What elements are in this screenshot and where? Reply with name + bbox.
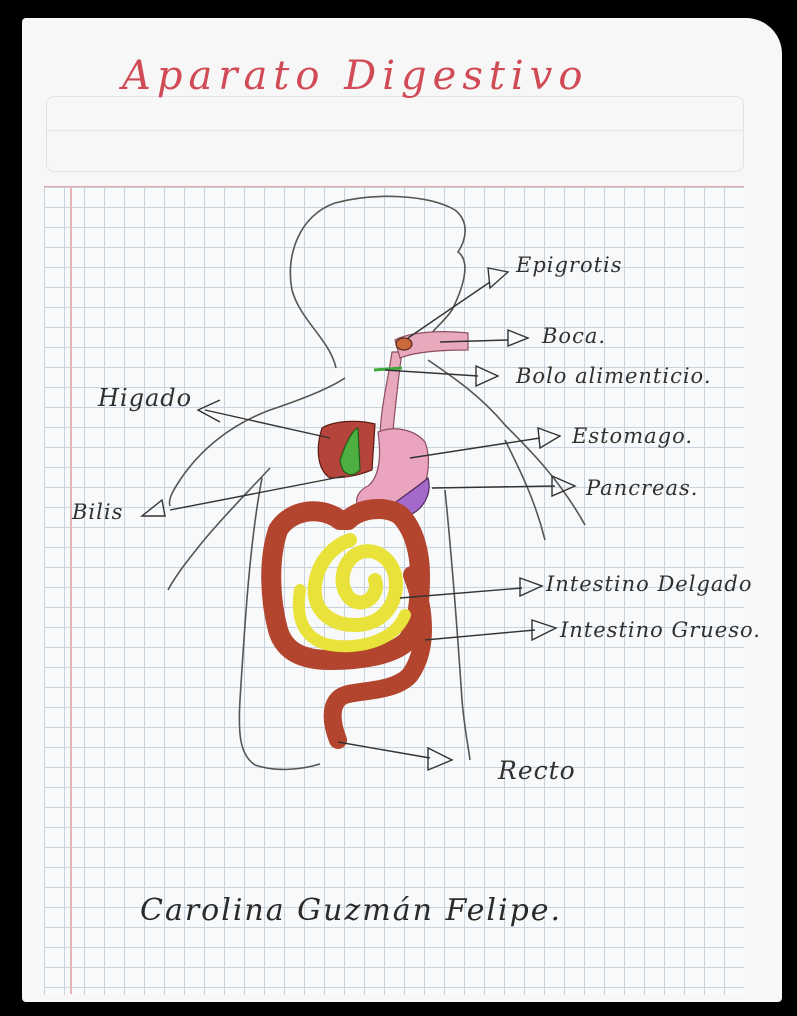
arrowhead-estomago (538, 428, 560, 448)
pointer-pancreas (432, 486, 555, 488)
arrowhead-pancreas (552, 476, 575, 496)
pointer-epiglotis (408, 282, 490, 338)
label-bolo-alimenticio: Bolo alimenticio. (516, 366, 712, 387)
pointer-estomago (410, 438, 540, 458)
label-boca: Boca. (542, 326, 606, 347)
pointer-intestino-grueso (425, 630, 535, 640)
label-pancreas: Pancreas. (586, 478, 698, 499)
arrowhead-intestino-delgado (520, 578, 542, 596)
body-outline-right-arm (505, 440, 545, 540)
label-bilis: Bilis (72, 502, 123, 523)
arrowhead-boca (508, 330, 528, 346)
arrowhead-bolo (476, 366, 498, 386)
label-intestino-grueso: Intestino Grueso. (560, 620, 761, 641)
pointer-recto (338, 742, 430, 758)
label-higado: Higado (98, 386, 192, 410)
arrowhead-bilis (142, 500, 165, 516)
epiglottis-mark (396, 338, 412, 350)
signature: Carolina Guzmán Felipe. (140, 896, 562, 926)
arrowhead-recto (428, 748, 452, 770)
label-recto: Recto (498, 758, 576, 783)
label-estomago: Estomago. (572, 426, 693, 447)
label-intestino-delgado: Intestino Delgado (546, 574, 753, 595)
arrowhead-epiglotis (488, 268, 508, 288)
arrowhead-intestino-grueso (532, 620, 556, 640)
small-intestine (315, 540, 396, 625)
esophagus (380, 352, 402, 440)
label-epiglotis: Epigrotis (516, 255, 623, 276)
body-outline-right-torso (445, 490, 470, 760)
